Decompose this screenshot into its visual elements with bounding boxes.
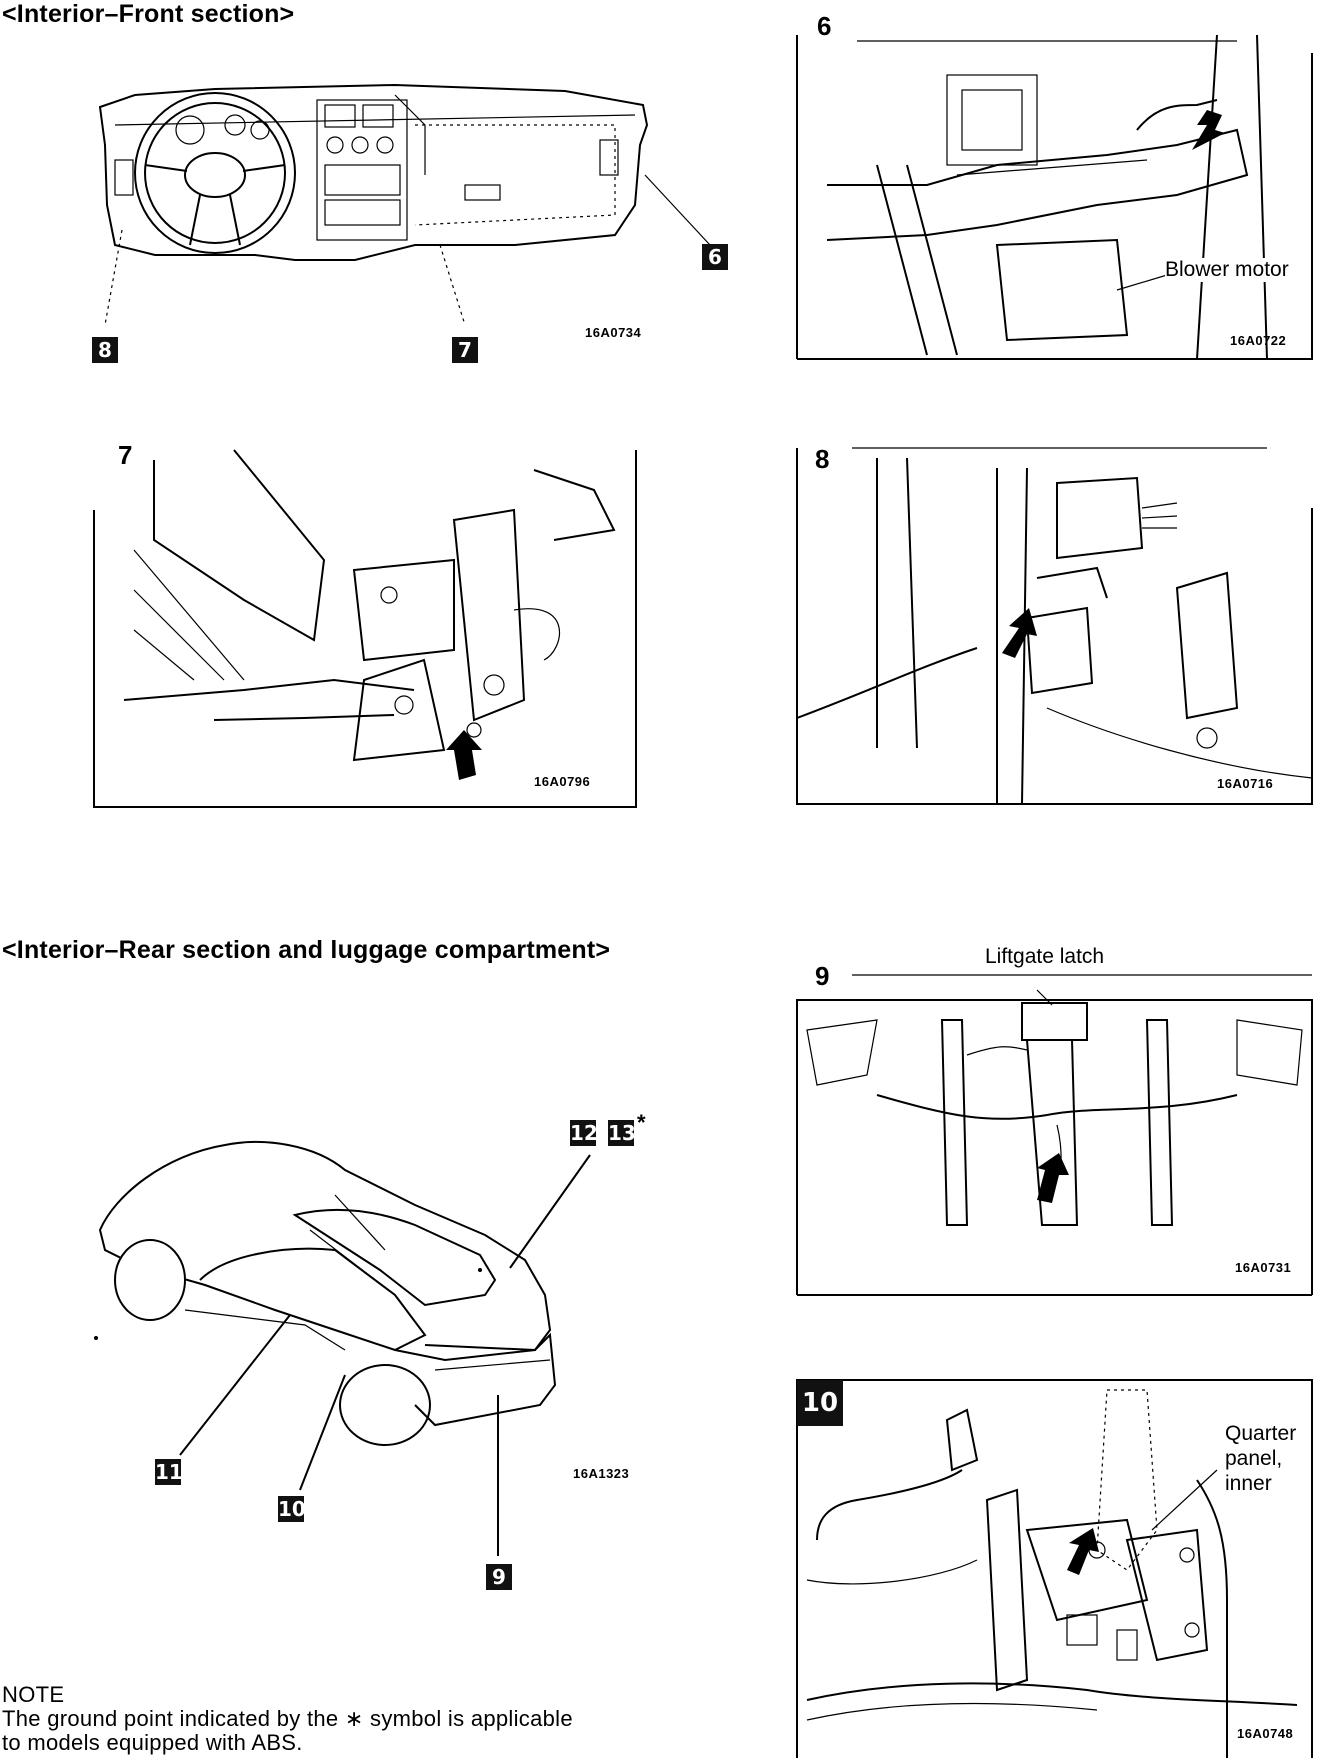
note-block: NOTE The ground point indicated by the ∗…	[2, 1683, 573, 1755]
panel-8: 8 16A0716	[796, 444, 1313, 805]
dashboard-marker-8: 8	[92, 337, 118, 363]
panel-10-callout-quarter-panel: Quarter panel, inner	[1225, 1421, 1296, 1496]
car-figure-code: 16A1323	[573, 1466, 630, 1481]
panel-9-frame	[796, 974, 1313, 1296]
panel-10-callout-line2: panel,	[1225, 1447, 1283, 1470]
panel-9: 9 Liftgate latch 16A0731	[796, 945, 1313, 1296]
panel-7-number: 7	[118, 440, 133, 470]
dashboard-marker-6: 6	[702, 244, 728, 270]
panel-6: 6 Blower motor 16A0722	[796, 11, 1313, 360]
dashboard-figure-code: 16A0734	[585, 325, 642, 340]
panel-6-callout-blower-motor: Blower motor	[1165, 258, 1289, 282]
dashboard-illustration	[98, 83, 649, 261]
panel-10-number: 10	[797, 1380, 843, 1426]
panel-6-frame	[796, 34, 1313, 360]
front-section-heading: <Interior–Front section>	[2, 0, 295, 28]
car-marker-9: 9	[486, 1564, 512, 1590]
panel-10: 10 Quarter panel, inner 16A0748	[796, 1379, 1313, 1758]
panel-6-figure-code: 16A0722	[1230, 333, 1287, 348]
note-title: NOTE	[2, 1682, 65, 1707]
panel-9-callout-liftgate-latch: Liftgate latch	[985, 945, 1105, 969]
panel-10-frame	[796, 1379, 1313, 1758]
car-marker-13: 13	[608, 1120, 636, 1146]
panel-7-figure-code: 16A0796	[534, 774, 591, 789]
rear-section-heading: <Interior–Rear section and luggage compa…	[2, 936, 611, 964]
car-marker-12: 12	[570, 1120, 598, 1146]
panel-7: 7 16A0796	[93, 440, 637, 808]
car-illustration	[98, 1141, 557, 1446]
panel-8-frame	[796, 447, 1313, 805]
panel-8-figure-code: 16A0716	[1217, 776, 1274, 791]
dashboard-marker-7: 7	[452, 337, 478, 363]
note-line-2: to models equipped with ABS.	[2, 1730, 303, 1755]
panel-10-callout-line1: Quarter	[1225, 1422, 1297, 1445]
car-marker-13-asterisk: *	[637, 1110, 646, 1135]
panel-9-number: 9	[815, 961, 830, 991]
panel-8-number: 8	[815, 444, 830, 474]
note-line-1: The ground point indicated by the ∗ symb…	[2, 1706, 573, 1731]
car-marker-10: 10	[278, 1496, 306, 1522]
panel-7-frame	[93, 449, 637, 808]
panel-10-figure-code: 16A0748	[1237, 1726, 1294, 1741]
panel-10-callout-line3: inner	[1225, 1472, 1272, 1495]
panel-6-number: 6	[817, 11, 832, 41]
panel-9-figure-code: 16A0731	[1235, 1260, 1292, 1275]
car-marker-11: 11	[155, 1459, 183, 1485]
